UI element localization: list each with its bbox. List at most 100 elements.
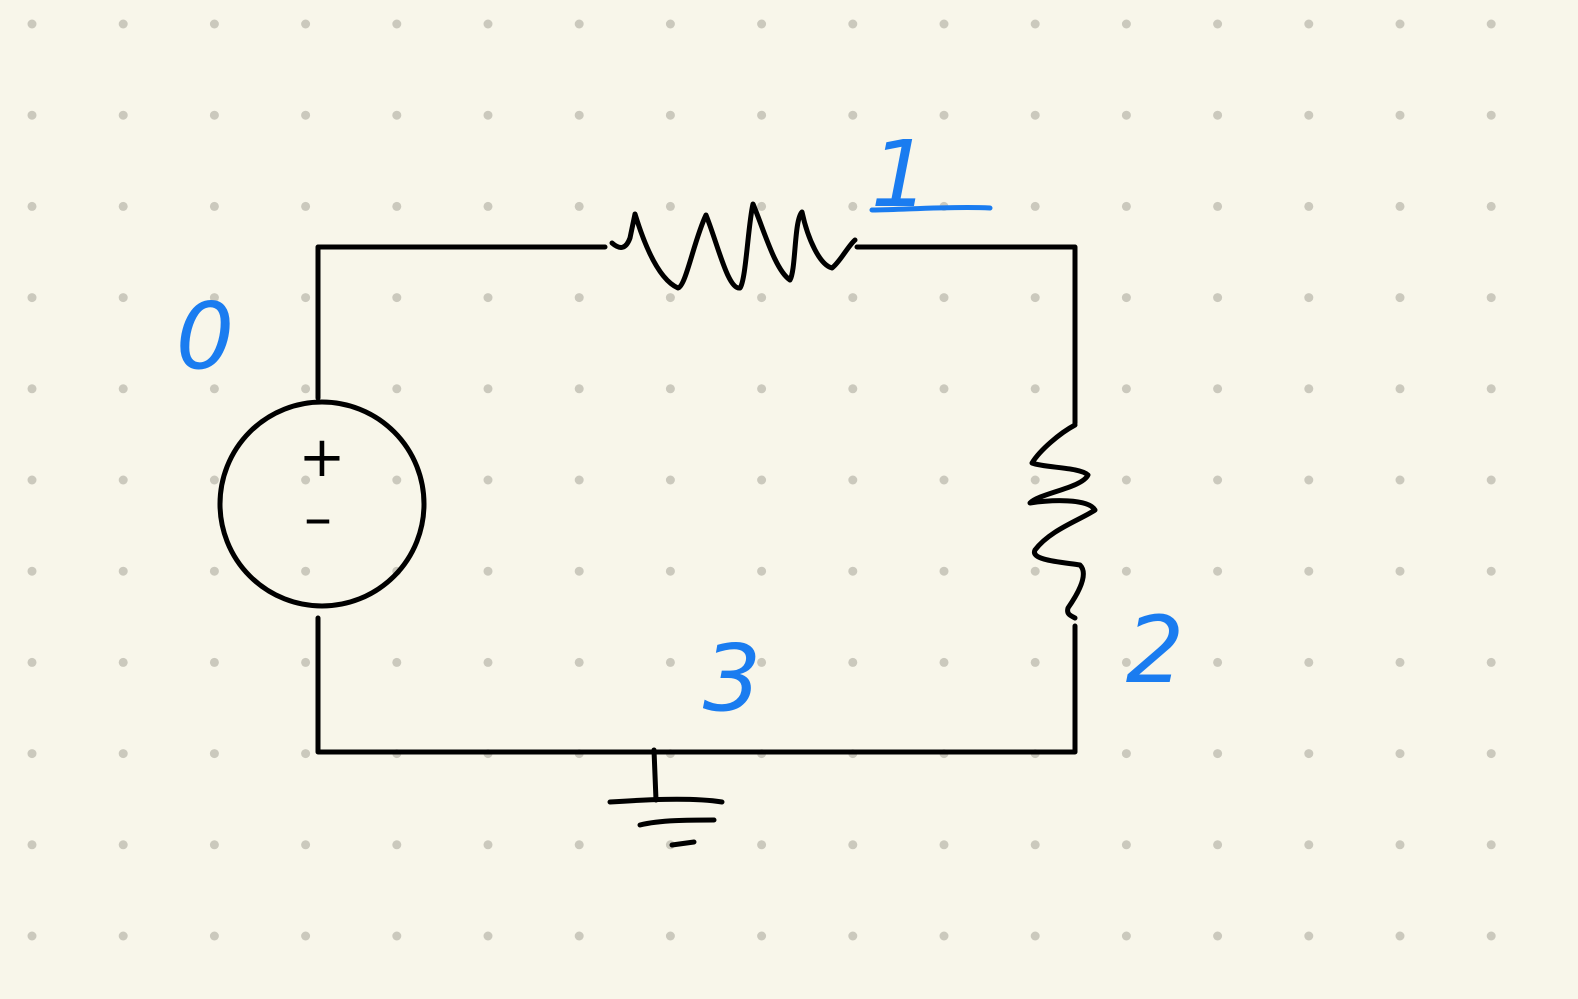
grid-dot — [118, 749, 128, 759]
wire-right-to-bottom — [315, 615, 1078, 755]
node-labels: 0 1 2 3 — [176, 121, 1185, 732]
grid-dot — [665, 201, 675, 211]
grid-dot — [1395, 201, 1405, 211]
grid-dot — [27, 201, 37, 211]
grid-dot — [483, 110, 493, 120]
grid-dot — [1304, 384, 1314, 394]
grid-dot — [301, 657, 311, 667]
grid-dot — [1213, 384, 1223, 394]
grid-dot — [27, 840, 37, 850]
grid-dot — [1213, 201, 1223, 211]
grid-dot — [118, 566, 128, 576]
grid-dot — [1121, 475, 1131, 485]
grid-dot — [1395, 657, 1405, 667]
grid-dot — [939, 840, 949, 850]
grid-dot — [665, 475, 675, 485]
voltage-source-circle — [217, 399, 427, 609]
node-1-underline — [869, 204, 993, 213]
circuit-wires — [315, 244, 1078, 755]
grid-dot — [301, 384, 311, 394]
grid-dot — [1395, 475, 1405, 485]
grid-dot — [574, 110, 584, 120]
grid-dot — [118, 293, 128, 303]
grid-dot — [27, 566, 37, 576]
grid-dot — [1213, 293, 1223, 303]
grid-dot — [392, 293, 402, 303]
grid-dot — [665, 19, 675, 29]
grid-dot — [574, 201, 584, 211]
grid-dot — [209, 566, 219, 576]
grid-dot — [118, 384, 128, 394]
grid-dot — [1030, 657, 1040, 667]
grid-dot — [1486, 749, 1496, 759]
grid-dot — [209, 201, 219, 211]
wire-top-resistor-to-right — [854, 244, 1078, 426]
node-label-3: 3 — [703, 625, 762, 732]
grid-dot — [757, 110, 767, 120]
grid-dot — [1213, 475, 1223, 485]
grid-dot — [301, 19, 311, 29]
grid-dot — [665, 657, 675, 667]
grid-dot — [483, 384, 493, 394]
grid-dot — [1121, 657, 1131, 667]
grid-dot — [1486, 840, 1496, 850]
grid-dot — [301, 931, 311, 941]
grid-dot — [1304, 201, 1314, 211]
grid-dot — [1395, 19, 1405, 29]
grid-dot — [1121, 201, 1131, 211]
grid-dot — [1030, 19, 1040, 29]
grid-dot — [301, 293, 311, 303]
grid-dot — [1213, 931, 1223, 941]
grid-dot — [1121, 19, 1131, 29]
grid-dot — [757, 475, 767, 485]
grid-dot — [848, 931, 858, 941]
grid-dot — [757, 840, 767, 850]
grid-dot — [27, 384, 37, 394]
grid-dot — [27, 749, 37, 759]
grid-dot — [118, 657, 128, 667]
grid-dot — [209, 931, 219, 941]
grid-dot — [574, 840, 584, 850]
grid-dot — [1304, 657, 1314, 667]
grid-dot — [27, 657, 37, 667]
grid-dot — [848, 840, 858, 850]
grid-dot — [1121, 293, 1131, 303]
plus-symbol: + — [299, 425, 346, 490]
grid-dot — [574, 384, 584, 394]
grid-dot — [848, 566, 858, 576]
grid-dot — [301, 566, 311, 576]
grid-dot — [1213, 657, 1223, 667]
grid-dot — [392, 201, 402, 211]
grid-dot — [939, 931, 949, 941]
grid-dot — [392, 657, 402, 667]
grid-dot — [209, 293, 219, 303]
grid-dot — [757, 657, 767, 667]
grid-dot — [392, 384, 402, 394]
grid-dot — [118, 931, 128, 941]
grid-dot — [392, 110, 402, 120]
grid-dot — [1486, 657, 1496, 667]
grid-dot — [1486, 384, 1496, 394]
grid-dot — [483, 201, 493, 211]
grid-dot — [1304, 293, 1314, 303]
grid-dot — [392, 840, 402, 850]
grid-dot — [1304, 475, 1314, 485]
grid-dot — [665, 110, 675, 120]
grid-dot — [848, 475, 858, 485]
grid-dot — [848, 110, 858, 120]
grid-dot — [574, 19, 584, 29]
grid-dot — [483, 657, 493, 667]
grid-dot — [392, 475, 402, 485]
grid-dot — [574, 931, 584, 941]
grid-dot — [209, 749, 219, 759]
grid-dot — [848, 657, 858, 667]
grid-dot — [665, 384, 675, 394]
grid-dot — [848, 19, 858, 29]
grid-dot — [757, 931, 767, 941]
grid-dot — [483, 840, 493, 850]
grid-dot — [1121, 110, 1131, 120]
grid-dot — [27, 110, 37, 120]
minus-symbol: – — [304, 486, 332, 551]
grid-dot — [848, 201, 858, 211]
grid-dot — [848, 384, 858, 394]
